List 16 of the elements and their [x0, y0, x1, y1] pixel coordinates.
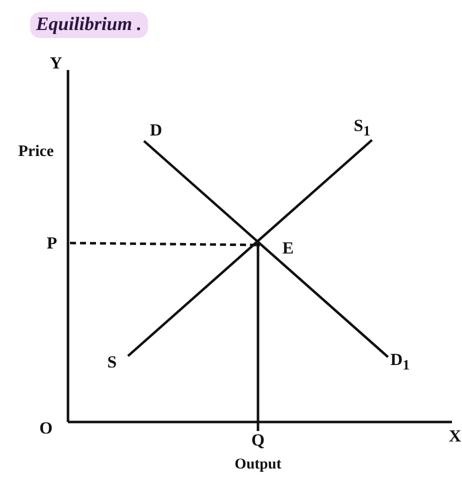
curve-label: D$_{1}$	[390, 351, 410, 373]
axis-label: X	[448, 428, 462, 444]
dashed-line	[70, 242, 258, 246]
axis-title: Price	[18, 144, 54, 160]
curve-label: D	[150, 122, 162, 138]
curve-label: Q	[251, 432, 265, 448]
curve-label: S$_{1}$	[354, 117, 370, 139]
chart-title: Equilibrium .	[30, 12, 148, 38]
point-label: E	[282, 240, 294, 256]
line	[256, 245, 260, 431]
equilibrium-point	[256, 243, 260, 247]
curve-label: P	[46, 234, 58, 252]
axis-label: Y	[50, 54, 62, 72]
origin-label: O	[39, 420, 53, 436]
axis-title: Output	[234, 458, 282, 472]
curve-label: S	[107, 354, 117, 370]
